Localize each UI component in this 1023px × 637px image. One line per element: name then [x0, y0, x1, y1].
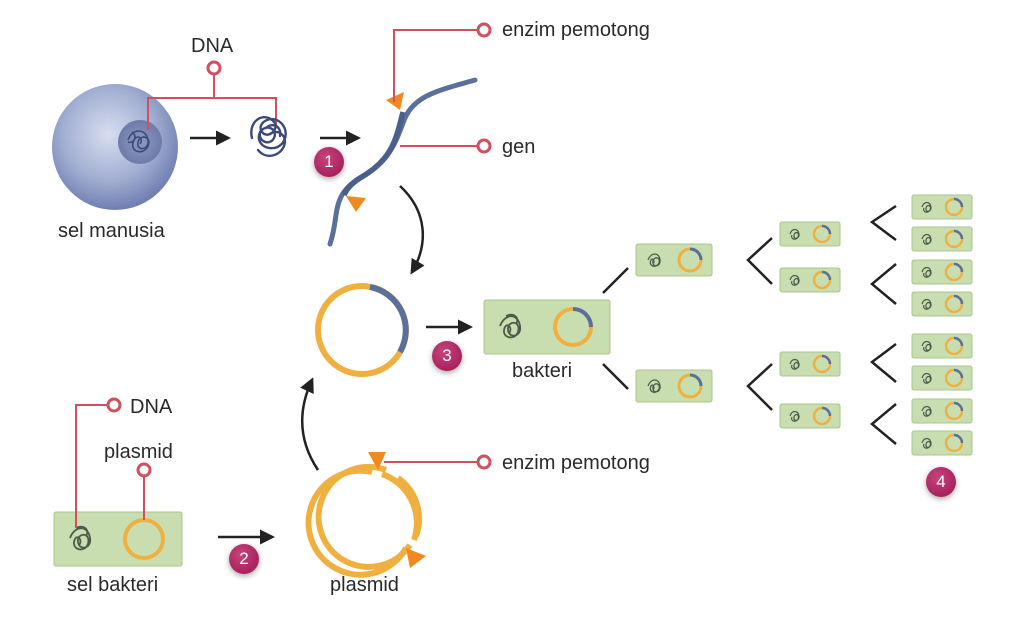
plasmid-callout-label: plasmid — [104, 441, 173, 463]
bacterium-gen3-a — [778, 220, 842, 248]
human-cell — [52, 84, 178, 210]
bacterium-gen4-4 — [910, 290, 974, 318]
bacteria-label: bakteri — [512, 360, 573, 382]
bacterium-gen4-7 — [910, 397, 974, 425]
bacterium-gen4-3 — [910, 258, 974, 286]
enzyme-marker-plasmid-bottom — [406, 548, 426, 568]
recombinant-plasmid-gene — [369, 284, 409, 354]
bacterial-cell — [53, 511, 183, 567]
bacterium-gen3-c — [778, 350, 842, 378]
step-badge-4: 4 — [926, 467, 956, 497]
plasmid-callout-dot — [136, 462, 152, 478]
step-badge-2: 2 — [229, 544, 259, 574]
bacterium-gen3-b — [778, 266, 842, 294]
arrow-gene-to-plasmid — [399, 185, 425, 275]
bacteria-cell-label: sel bakteri — [67, 574, 159, 596]
branch-2-b — [746, 363, 773, 411]
dna-callout-dot — [206, 60, 222, 76]
branch-3-c — [869, 343, 897, 383]
dna-label-human: DNA — [191, 35, 234, 57]
bacterium-gen4-2 — [910, 225, 974, 253]
enzyme-bottom-callout-dot — [476, 454, 492, 470]
bacterium-gen4-6 — [910, 364, 974, 392]
gene-segment — [341, 111, 406, 197]
bacterium-gen4-1 — [910, 193, 974, 221]
enzyme-marker-plasmid-top — [368, 452, 386, 470]
branch-1-down — [602, 363, 629, 390]
enzyme-top-callout-line — [393, 29, 478, 102]
step-badge-3: 3 — [432, 341, 462, 371]
transformed-bacterium — [483, 299, 611, 355]
enzyme-marker-mid — [346, 196, 366, 212]
branch-3-a — [869, 204, 897, 241]
enzyme-label-top: enzim pemotong — [502, 19, 650, 41]
branch-3-b — [870, 263, 897, 305]
bacterium-gen4-5 — [910, 332, 974, 360]
bacteria-dna-callout-dot — [106, 397, 122, 413]
dna-callout-line — [147, 70, 277, 130]
bacterium-gen4-8 — [910, 429, 974, 457]
branch-2-a — [746, 237, 773, 285]
gene-label: gen — [502, 136, 536, 158]
human-nucleus — [118, 120, 162, 164]
plasmid-label-bottom: plasmid — [330, 574, 399, 596]
step-badge-1: 1 — [314, 147, 344, 177]
cut-plasmid-main — [305, 467, 409, 578]
branch-1-up — [602, 267, 629, 294]
extracted-dna-tangle — [250, 116, 287, 157]
arrow-plasmid-up — [300, 377, 320, 471]
bacterium-gen3-d — [778, 402, 842, 430]
enzyme-top-callout-dot — [476, 22, 492, 38]
gene-callout-dot — [476, 138, 492, 154]
dna-label-bacteria: DNA — [130, 396, 173, 418]
bacterium-gen2-b — [634, 368, 714, 404]
branch-3-d — [870, 403, 897, 445]
human-cell-label: sel manusia — [58, 220, 165, 242]
enzyme-label-bottom: enzim pemotong — [502, 452, 650, 474]
bacteria-dna-callout-line — [75, 404, 110, 528]
bacterium-gen2-a — [634, 242, 714, 278]
human-chromatin — [127, 130, 150, 153]
dna-strand — [327, 77, 478, 247]
cut-plasmid-right — [380, 471, 420, 541]
